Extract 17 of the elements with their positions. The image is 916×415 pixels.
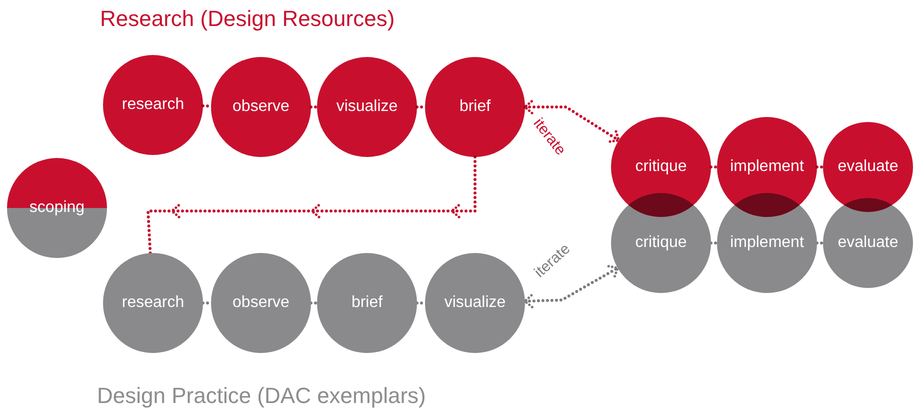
caption: Design Practice (DAC exemplars) <box>97 383 426 409</box>
node-label: observe <box>232 294 290 312</box>
title: Research (Design Resources) <box>100 6 395 32</box>
node-label: scoping <box>29 199 85 217</box>
node-label: implement <box>730 234 804 252</box>
node-label: research <box>122 96 184 114</box>
node-label: evaluate <box>838 158 898 176</box>
node-label: critique <box>635 234 687 252</box>
node-label: research <box>122 294 184 312</box>
node-label: implement <box>730 158 804 176</box>
node-label: brief <box>351 294 383 312</box>
node-label: observe <box>232 98 290 116</box>
node-label: critique <box>635 158 687 176</box>
node-label: visualize <box>444 294 506 312</box>
node-label: brief <box>459 98 491 116</box>
node-label: evaluate <box>838 234 898 252</box>
node-label: visualize <box>336 98 398 116</box>
